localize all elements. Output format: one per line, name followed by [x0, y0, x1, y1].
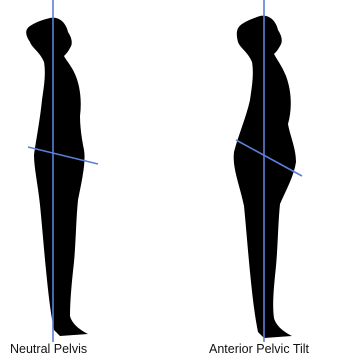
- neutral-silhouette: [26, 18, 88, 336]
- anterior-pelvic-tilt-caption: Anterior Pelvic Tilt: [209, 342, 309, 356]
- tilt-silhouette: [234, 16, 296, 338]
- neutral-figure: [26, 18, 88, 336]
- neutral-pelvis-caption: Neutral Pelvis: [10, 342, 87, 356]
- tilt-figure: [234, 16, 296, 338]
